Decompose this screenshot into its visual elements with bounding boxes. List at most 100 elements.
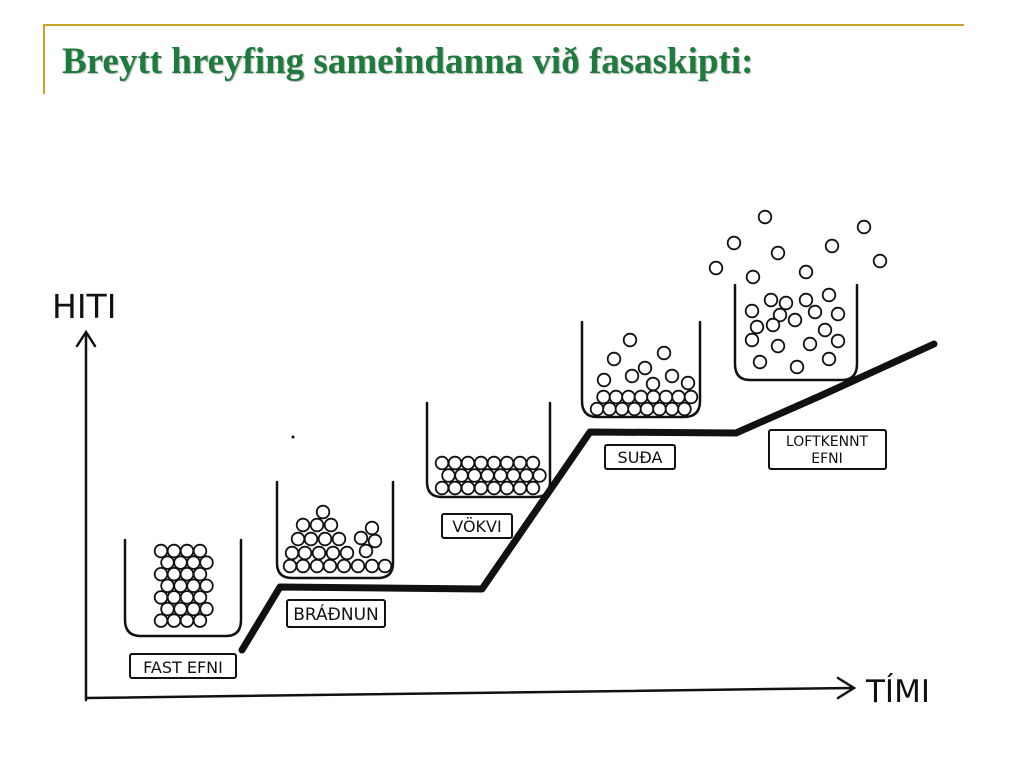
molecule-solid [153, 590, 169, 605]
molecule-melting [364, 520, 380, 536]
molecule-gas [744, 303, 760, 319]
molecule-solid [153, 567, 169, 582]
molecule-boiling [680, 375, 696, 391]
molecule-boiling [677, 401, 692, 417]
molecule-solid [179, 590, 195, 605]
molecule-boiling [633, 389, 649, 405]
molecule-gas [778, 295, 794, 311]
molecule-melting [339, 545, 355, 561]
molecule-melting [331, 531, 347, 547]
molecule-gas [802, 336, 818, 352]
molecule-melting [353, 530, 369, 546]
molecule-melting [325, 545, 341, 561]
molecule-boiling [624, 368, 640, 384]
molecule-gas [824, 238, 840, 254]
molecule-solid [199, 601, 214, 617]
molecule-boiling [646, 389, 661, 405]
molecule-solid [186, 555, 201, 570]
molecule-solid [199, 578, 214, 594]
molecule-liquid [434, 480, 450, 496]
molecule-melting [315, 504, 331, 520]
heating-curve [238, 340, 938, 654]
molecule-gas [856, 219, 872, 235]
label-liquid: VÖKVI [452, 517, 501, 536]
molecule-melting [290, 531, 306, 547]
molecule-liquid [454, 468, 469, 483]
molecule-boiling [614, 401, 630, 417]
molecule-solid [160, 601, 175, 617]
molecule-boiling [621, 389, 636, 405]
molecule-melting [317, 531, 333, 547]
label-box-solid [129, 653, 237, 679]
label-gas-line2: EFNI [811, 451, 843, 467]
molecule-melting [377, 558, 393, 574]
molecule-liquid [525, 455, 541, 471]
molecule-gas [872, 253, 888, 269]
molecule-gas [821, 351, 837, 367]
molecule-solid [179, 613, 195, 628]
molecule-boiling [637, 360, 653, 376]
beaker-boiling [580, 320, 702, 419]
label-gas-line1: LOFTKENNT [786, 434, 869, 450]
label-box-melting [286, 599, 386, 628]
molecule-melting [309, 517, 325, 533]
label-melting: BRÁÐNUN [293, 603, 378, 625]
molecule-solid [192, 567, 208, 582]
molecule-melting [303, 531, 319, 547]
molecule-gas [821, 287, 837, 303]
molecule-boiling [606, 351, 622, 367]
molecule-liquid [486, 455, 502, 471]
molecule-melting [336, 558, 352, 574]
x-axis-label: TÍMI [865, 674, 930, 710]
molecule-liquid [441, 468, 456, 483]
molecule-liquid [473, 480, 489, 496]
molecule-melting [358, 543, 374, 559]
molecule-liquid [460, 480, 476, 496]
molecule-liquid [434, 455, 450, 471]
label-box-boiling [604, 444, 676, 470]
molecule-boiling [658, 389, 674, 405]
beaker-liquid [425, 401, 552, 499]
molecule-liquid [493, 468, 508, 483]
molecule-solid [166, 567, 182, 582]
molecule-boiling [596, 372, 612, 388]
molecule-boiling [671, 389, 686, 405]
molecule-melting [295, 558, 311, 574]
molecule-melting [322, 558, 338, 574]
molecule-solid [173, 601, 188, 617]
molecule-melting [295, 517, 311, 533]
label-solid: FAST EFNI [143, 658, 223, 677]
molecule-gas [798, 292, 814, 308]
molecule-solid [153, 613, 169, 628]
molecule-solid [186, 578, 201, 594]
molecule-boiling [627, 401, 642, 417]
molecule-solid [192, 543, 208, 559]
slide-title: Breytt hreyfing sameindanna við fasaskip… [62, 41, 754, 82]
molecule-solid [186, 601, 201, 617]
molecule-boiling [664, 368, 680, 384]
molecule-melting [297, 545, 313, 561]
molecule-solid [166, 590, 182, 605]
molecule-solid [192, 590, 208, 605]
molecule-boiling [602, 401, 617, 417]
molecule-liquid [473, 455, 489, 471]
molecule-liquid [480, 468, 495, 483]
molecule-boiling [596, 389, 611, 405]
molecule-solid [173, 555, 188, 570]
molecule-liquid [447, 455, 463, 471]
molecule-solid [179, 567, 195, 582]
molecule-gas [817, 322, 833, 338]
molecule-gas [807, 304, 823, 320]
molecule-melting [323, 517, 339, 533]
molecule-liquid [512, 455, 528, 471]
x-axis [84, 686, 854, 700]
molecule-gas [830, 306, 846, 322]
molecule-solid [160, 578, 175, 594]
molecule-boiling [652, 401, 667, 417]
molecule-boiling [639, 401, 655, 417]
molecule-boiling [656, 345, 672, 361]
title-rule-top [44, 24, 964, 26]
molecule-liquid [486, 480, 502, 496]
